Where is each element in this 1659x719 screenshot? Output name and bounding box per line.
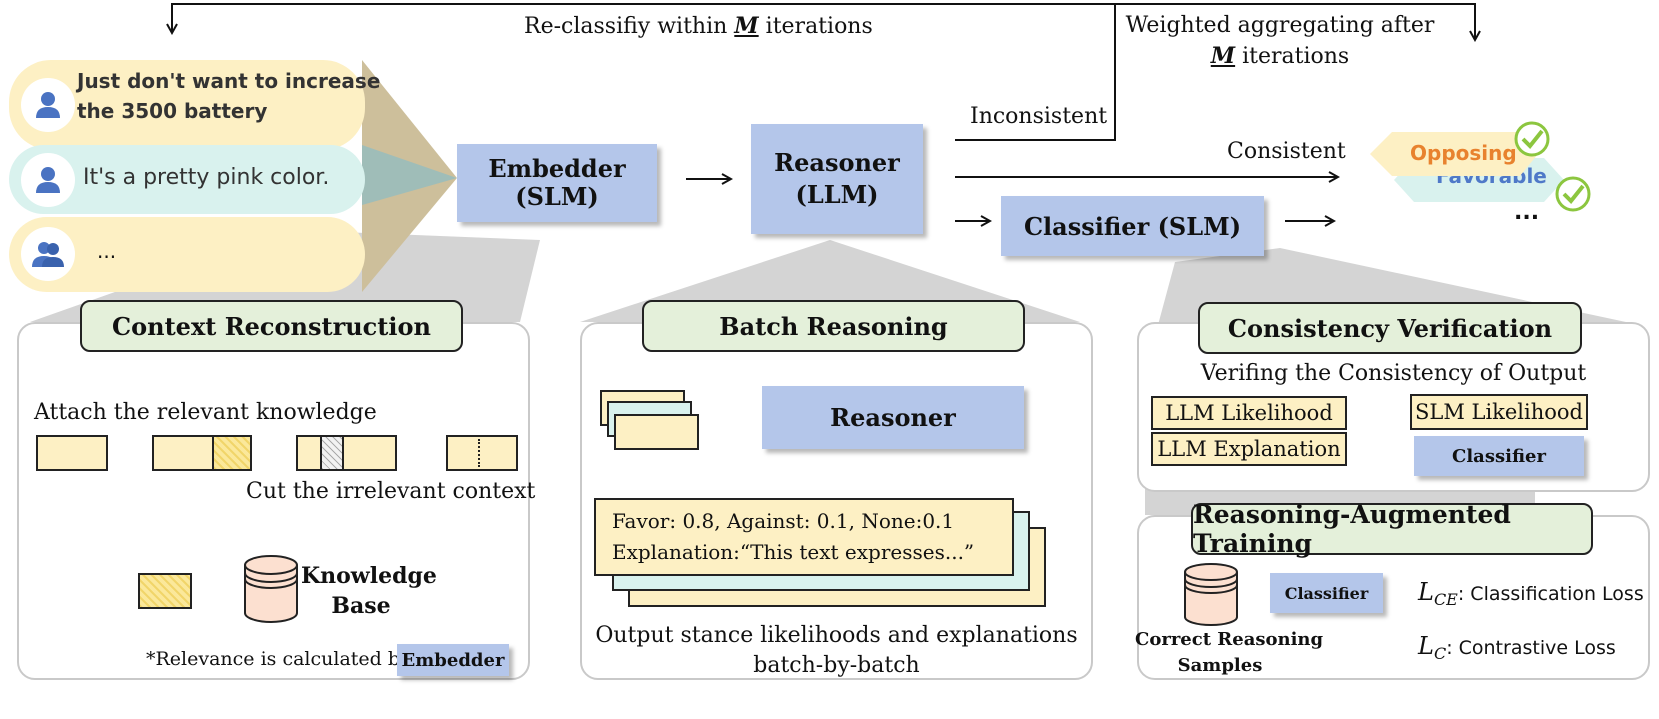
input-fan-2 (362, 145, 457, 214)
llm-explanation: LLM Explanation (1151, 432, 1347, 466)
context-reconstruction-title: Context Reconstruction (80, 300, 463, 352)
loss-ce: LCE: Classification Loss (1418, 578, 1644, 609)
training-title: Reasoning-Augmented Training (1191, 500, 1593, 558)
slm-likelihood: SLM Likelihood (1410, 394, 1588, 430)
reasoner-module: Reasoner (LLM) (751, 124, 923, 234)
input-bubble-2: It's a pretty pink color. (9, 145, 365, 214)
input-text-2: It's a pretty pink color. (83, 165, 330, 190)
user-avatar-icon (21, 78, 75, 132)
batch-caption: Output stance likelihoods and explanatio… (595, 623, 1078, 678)
opposing-tag: Opposing (1370, 132, 1540, 176)
reclassify-label: Re-classifiy within M iterations (524, 13, 873, 39)
users-group-icon (21, 227, 75, 281)
consistency-classifier: Classifier (1414, 436, 1584, 476)
knowledge-base-label: Knowledge Base (301, 563, 437, 619)
weighted-label: Weighted aggregating after M iterations (1125, 13, 1435, 69)
embedder-module: Embedder (SLM) (457, 144, 657, 222)
relevance-note: *Relevance is calculated by (146, 648, 411, 670)
consistent-label: Consistent (1227, 139, 1346, 164)
consistency-subtitle: Verifing the Consistency of Output (1200, 361, 1587, 386)
reclassify-arrow (172, 3, 1115, 33)
user-avatar-icon (21, 153, 75, 207)
batch-reasoning-title: Batch Reasoning (642, 300, 1025, 352)
check-icon (1513, 120, 1551, 162)
database-icon (1183, 563, 1239, 631)
consistency-title: Consistency Verification (1198, 302, 1582, 354)
training-classifier: Classifier (1270, 573, 1383, 613)
input-bubble-3: ... (9, 217, 365, 292)
context-block-final (446, 435, 518, 471)
outputs-more: ... (1514, 200, 1540, 225)
correct-samples-label: Correct Reasoning Samples (1135, 629, 1324, 676)
input-fan-1 (362, 60, 457, 178)
cut-label: Cut the irrelevant context (246, 479, 536, 504)
input-text-1: Just don't want to increase the 3500 bat… (77, 69, 381, 123)
input-text-3: ... (97, 239, 117, 263)
embedder-tag: Embedder (397, 644, 509, 676)
aggregate-arrow (1115, 3, 1475, 40)
inconsistent-label: Inconsistent (970, 104, 1108, 129)
input-fan-3 (362, 178, 457, 292)
loss-c: LC: Contrastive Loss (1418, 632, 1616, 663)
inconsistent-line (955, 4, 1116, 141)
database-icon (243, 555, 299, 629)
check-icon (1554, 175, 1592, 217)
context-block-original (36, 435, 108, 471)
attach-label: Attach the relevant knowledge (34, 400, 377, 425)
context-block-attached (152, 435, 252, 471)
input-bubble-1: Just don't want to increase the 3500 bat… (9, 60, 380, 150)
context-block-cut (296, 435, 397, 471)
result-card: Favor: 0.8, Against: 0.1, None:0.1 Expla… (594, 498, 1014, 576)
batch-reasoner: Reasoner (762, 386, 1024, 449)
knowledge-chunk (138, 573, 192, 609)
llm-likelihood: LLM Likelihood (1151, 396, 1347, 430)
classifier-module: Classifier (SLM) (1001, 196, 1264, 256)
batch-card (614, 414, 699, 450)
